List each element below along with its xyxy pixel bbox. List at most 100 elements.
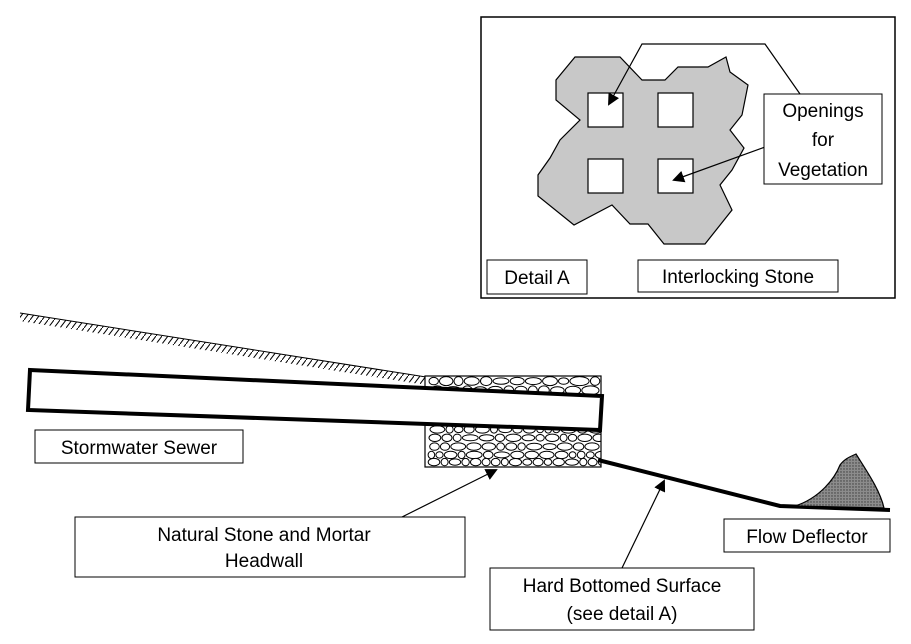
stone <box>510 450 525 460</box>
stone <box>470 457 482 467</box>
stone <box>441 433 453 442</box>
interlocking-stone-label: Interlocking Stone <box>662 267 814 288</box>
stormwater-sewer-pipe <box>25 367 605 433</box>
stone <box>522 458 533 466</box>
headwall-leader <box>401 469 498 518</box>
stone <box>579 457 588 467</box>
stone <box>461 434 479 442</box>
stone <box>594 450 601 460</box>
stone <box>505 433 522 442</box>
stone <box>568 451 577 459</box>
stone <box>465 450 483 460</box>
stone <box>505 442 518 451</box>
detail-frame <box>480 16 896 299</box>
headwall-label-line-2: Headwall <box>225 551 303 572</box>
stormwater-sewer-label: Stormwater Sewer <box>61 438 218 459</box>
stone <box>543 458 553 466</box>
openings-leader-2 <box>672 146 766 183</box>
detail-a-inset: Openings for Vegetation Detail A Interlo… <box>480 16 896 299</box>
openings-label-line-2: for <box>812 130 835 151</box>
stone <box>577 433 593 442</box>
flow-deflector-label: Flow Deflector <box>746 527 868 548</box>
hard-bottom-label-box <box>489 567 755 631</box>
stone <box>552 457 565 467</box>
stone <box>496 442 506 451</box>
stone <box>521 434 536 442</box>
stone <box>542 443 557 451</box>
stormwater-sewer-label-box <box>34 429 244 464</box>
stone <box>494 433 506 442</box>
stone <box>508 458 523 467</box>
stone <box>482 450 494 460</box>
stone <box>554 450 569 460</box>
hard-bottom-surface-line <box>597 458 891 512</box>
stone <box>492 377 510 385</box>
stone <box>500 457 509 467</box>
stone <box>429 442 440 451</box>
stone <box>592 433 601 442</box>
stone <box>429 425 446 434</box>
stone <box>558 377 570 385</box>
detail-a-label-box <box>486 259 588 295</box>
interlocking-stone-shape <box>537 56 749 245</box>
stone <box>427 450 436 460</box>
hard-bottom-leader <box>621 479 666 569</box>
detail-a-label: Detail A <box>504 268 570 289</box>
stone <box>576 450 586 460</box>
stone <box>457 450 466 460</box>
interlocking-stone-label-box <box>637 259 839 293</box>
hard-bottom-label-line-1: Hard Bottomed Surface <box>523 576 722 597</box>
stone <box>428 433 442 442</box>
stone <box>587 457 598 467</box>
stone <box>556 442 573 451</box>
openings-label-line-1: Openings <box>782 101 863 122</box>
stone <box>481 442 496 451</box>
ground-surface-line <box>19 312 427 378</box>
stone <box>569 376 590 387</box>
vegetation-opening-1 <box>587 92 624 128</box>
stone <box>524 377 542 386</box>
stone <box>453 376 464 387</box>
stone <box>448 458 462 466</box>
headwall-section: Stormwater Sewer Natural Stone and Morta… <box>19 312 891 631</box>
ground-hatch <box>20 313 426 385</box>
stone <box>509 376 525 386</box>
stone <box>478 434 495 442</box>
stone <box>490 457 501 467</box>
stone <box>440 457 449 467</box>
stone <box>589 376 601 386</box>
stone <box>439 376 454 387</box>
stone <box>450 442 467 451</box>
stone <box>435 451 444 459</box>
headwall-label-line-1: Natural Stone and Mortar <box>157 525 371 546</box>
stone <box>545 433 560 442</box>
stone <box>443 450 458 460</box>
flow-deflector-shape <box>794 453 885 509</box>
stone <box>427 457 441 467</box>
openings-label-line-3: Vegetation <box>778 160 868 181</box>
stone <box>585 451 595 459</box>
stone <box>493 451 510 459</box>
stone <box>539 450 555 460</box>
stone <box>439 442 451 451</box>
openings-leader-1 <box>608 43 801 106</box>
stone <box>466 442 482 451</box>
stone <box>463 376 480 386</box>
stone <box>584 442 600 451</box>
vegetation-opening-4 <box>657 158 694 194</box>
stone <box>461 457 470 467</box>
stone <box>481 457 491 467</box>
vegetation-opening-3 <box>587 158 624 194</box>
vegetation-opening-2 <box>657 92 694 128</box>
stone <box>517 442 526 451</box>
stone <box>526 442 543 451</box>
stone <box>532 457 544 467</box>
stone <box>480 376 493 387</box>
flow-deflector-label-box <box>723 518 891 553</box>
openings-label-box <box>763 93 883 185</box>
stone <box>565 458 579 466</box>
stone <box>535 434 545 442</box>
headwall-label-box <box>74 516 466 578</box>
stone <box>542 376 558 387</box>
